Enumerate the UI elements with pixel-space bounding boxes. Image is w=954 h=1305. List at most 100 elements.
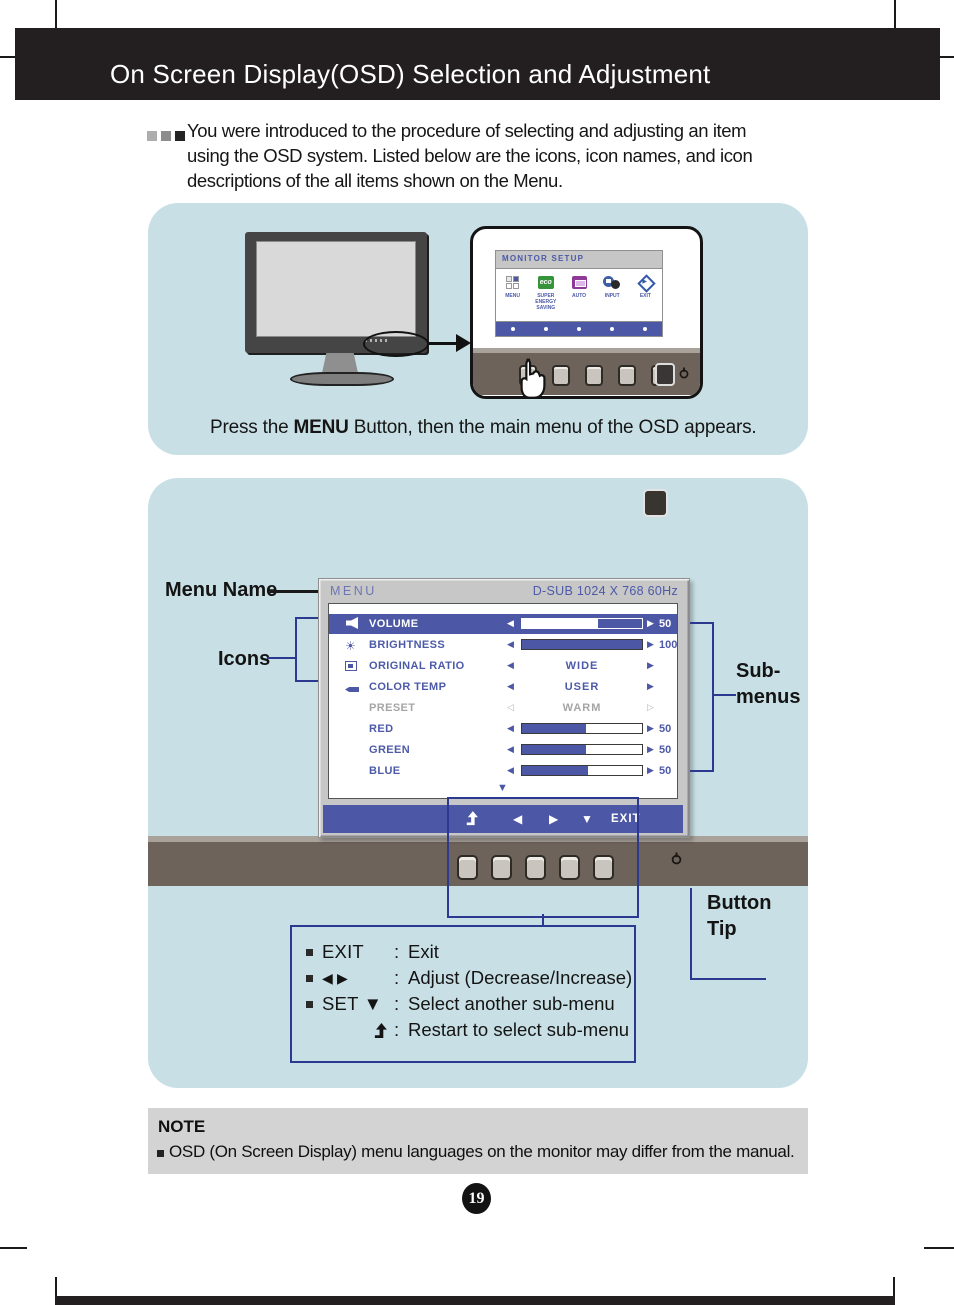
legend-key: ◀ ▶ <box>322 969 349 986</box>
power-button <box>655 363 675 386</box>
slider-value: 50 <box>659 744 672 756</box>
speaker-icon <box>345 616 365 632</box>
monitor-setup-title: MONITOR SETUP <box>495 250 663 269</box>
slider-fill <box>522 724 586 733</box>
monitor-stand-neck <box>322 353 358 373</box>
button-tip-callout-rect <box>447 797 639 918</box>
right-arrow-icon: ▶ <box>647 660 654 670</box>
ms-item-menu: MENU <box>496 269 529 321</box>
monitor-screen <box>256 241 416 337</box>
legend-desc: Exit <box>408 941 439 962</box>
slider-track <box>521 618 643 629</box>
auto-icon <box>571 276 587 289</box>
sub-menus-bracket <box>690 622 714 624</box>
legend-desc: Select another sub-menu <box>408 993 615 1014</box>
buttons-highlight-oval <box>363 331 429 357</box>
button-tip-elbow <box>690 888 692 980</box>
note-bullet <box>157 1150 164 1157</box>
button-legend-box: EXIT: Exit ◀ ▶:Adjust (Decrease/Increase)S… <box>290 925 636 1063</box>
osd-header: MENU D-SUB 1024 X 768 60Hz <box>319 579 689 603</box>
button-tip-elbow <box>690 978 766 980</box>
bezel-strip <box>473 348 700 395</box>
slider-track <box>521 744 643 755</box>
crop-mark <box>0 56 15 58</box>
ms-item-label: AUTO <box>571 293 587 299</box>
crop-mark <box>893 1277 895 1297</box>
menu-name-label: Menu Name <box>165 579 278 601</box>
ms-item-label: MENU <box>505 293 520 299</box>
intro-line: You were introduced to the procedure of … <box>187 120 747 141</box>
slider-value: 50 <box>659 618 672 630</box>
osd-input-mode: D-SUB 1024 X 768 60Hz <box>532 584 678 598</box>
input-icon <box>603 275 621 290</box>
osd-row-label: BRIGHTNESS <box>369 639 446 651</box>
monitor-stand-base <box>290 372 394 386</box>
legend-key: EXIT <box>322 941 364 962</box>
zoom-arrow-head <box>456 334 471 352</box>
right-arrow-icon: ▶ <box>647 681 654 691</box>
icons-bracket <box>295 617 297 682</box>
return-up-icon <box>373 1022 388 1039</box>
return-up-icon <box>465 811 479 829</box>
ms-item-label: EXIT <box>639 293 651 299</box>
callout-stem <box>542 914 544 926</box>
ms-item-label: SUPER ENERGY SAVING <box>535 293 557 311</box>
right-icon: ▶ <box>549 812 559 826</box>
choice-value: WARM <box>562 702 602 714</box>
right-arrow-icon: ▶ <box>647 765 654 775</box>
caption-menu-bold: MENU <box>293 417 349 438</box>
slider-track <box>521 765 643 776</box>
legend-row: :Restart to select sub-menu <box>306 1017 634 1043</box>
left-arrow-icon: ◀ <box>507 681 514 691</box>
left-arrow-icon: ◀ <box>507 744 514 754</box>
no-icon <box>345 700 365 716</box>
osd-row-label: RED <box>369 723 394 735</box>
note-title: NOTE <box>158 1117 206 1136</box>
slider-fill <box>522 766 588 775</box>
right-arrow-icon: ▶ <box>647 744 654 754</box>
legend-row: ◀ ▶:Adjust (Decrease/Increase) <box>306 965 634 991</box>
right-arrow-icon: ▷ <box>647 702 654 712</box>
left-icon: ◀ <box>513 812 523 826</box>
caption-text: Button, then the main menu of the OSD ap… <box>348 417 757 438</box>
ms-item-label: INPUT <box>604 293 620 299</box>
osd-row-preset: PRESET◁▷WARM <box>329 698 677 718</box>
intro-line: using the OSD system. Listed below are t… <box>187 145 753 166</box>
eco-icon: eco <box>537 276 554 289</box>
input-icon <box>596 274 629 291</box>
ms-item-exit: ▶EXIT <box>629 269 662 321</box>
osd-row-label: COLOR TEMP <box>369 681 447 693</box>
caption-text: Press the <box>210 417 294 438</box>
bezel-button <box>525 855 546 880</box>
osd-row-label: PRESET <box>369 702 416 714</box>
power-button <box>643 489 668 517</box>
ms-item-input: INPUT <box>596 269 629 321</box>
slider-fill <box>522 745 586 754</box>
zoom-arrow <box>428 342 458 345</box>
color-temp-icon <box>345 679 365 695</box>
no-icon <box>345 742 365 758</box>
crop-mark <box>924 1247 954 1249</box>
icons-bracket <box>295 617 318 619</box>
ratio-icon <box>345 658 365 674</box>
slider-fill <box>522 619 598 628</box>
sub-menus-bracket <box>690 770 714 772</box>
osd-bottom-bar: ◀▶▼EXIT <box>323 805 683 833</box>
power-icon <box>679 367 689 379</box>
menu-grid-icon <box>506 276 520 289</box>
crop-mark <box>894 0 896 28</box>
legend-colon: : <box>394 993 400 1014</box>
crop-mark <box>55 0 57 28</box>
osd-row-brightness: ☀BRIGHTNESS◀▶100 <box>329 635 677 655</box>
note-text: OSD (On Screen Display) menu languages o… <box>169 1142 795 1161</box>
osd-menu-diagram-box: MENU D-SUB 1024 X 768 60Hz ▼ VOLUME◀▶50☀… <box>148 478 808 1088</box>
bezel-button <box>593 855 614 880</box>
section-bullet-squares <box>147 131 185 141</box>
choice-value: WIDE <box>565 660 599 672</box>
menu-name-pointer-line <box>270 590 318 593</box>
down-icon: ▼ <box>581 812 593 826</box>
osd-row-red: RED◀▶50 <box>329 719 677 739</box>
